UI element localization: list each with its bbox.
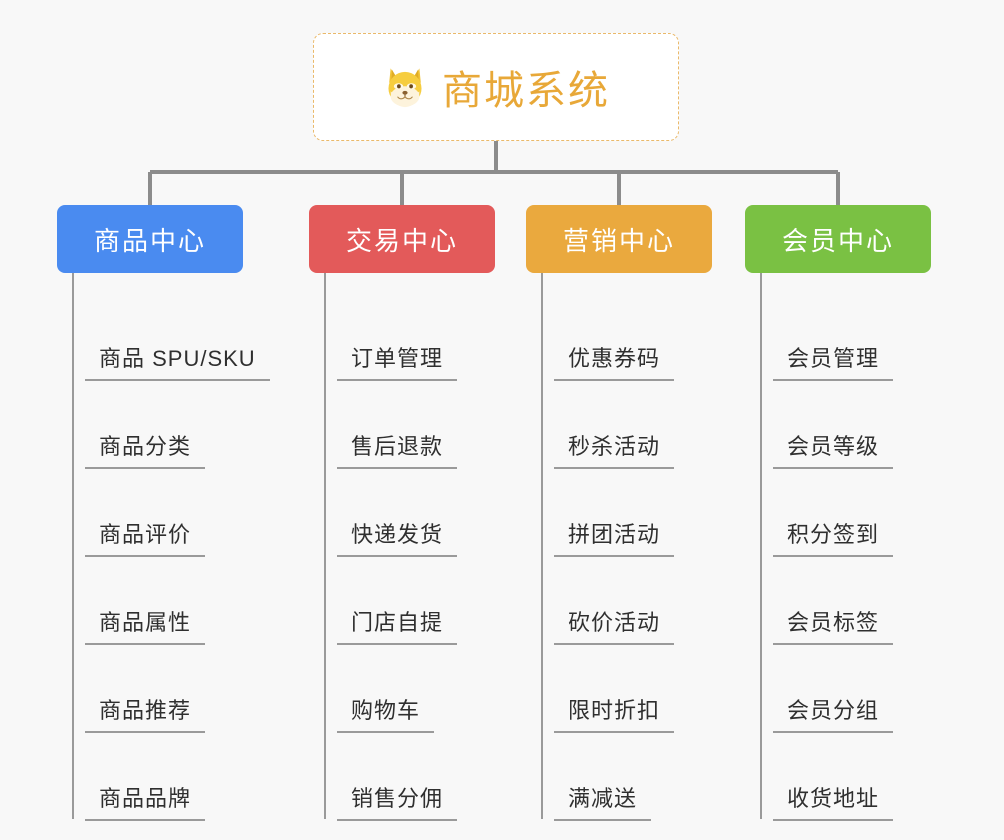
leaf-item[interactable]: 商品评价 — [57, 469, 243, 557]
leaf-item[interactable]: 商品分类 — [57, 381, 243, 469]
leaf-item[interactable]: 售后退款 — [309, 381, 495, 469]
leaf-item-label: 收货地址 — [773, 786, 894, 821]
leaf-item[interactable]: 商品 SPU/SKU — [57, 293, 270, 381]
leaf-item-label: 限时折扣 — [554, 698, 675, 733]
branch-items-product-center: 商品 SPU/SKU 商品分类商品评价商品属性商品推荐商品品牌 — [57, 273, 270, 821]
branch-items-marketing-center: 优惠券码秒杀活动拼团活动砍价活动限时折扣满减送 — [526, 273, 712, 821]
leaf-item-label: 会员分组 — [773, 698, 894, 733]
leaf-item-label: 会员管理 — [773, 346, 894, 381]
leaf-item-label: 商品评价 — [85, 522, 206, 557]
leaf-item-label: 商品推荐 — [85, 698, 206, 733]
leaf-item[interactable]: 快递发货 — [309, 469, 495, 557]
leaf-item[interactable]: 会员分组 — [745, 645, 931, 733]
leaf-item[interactable]: 秒杀活动 — [526, 381, 712, 469]
root-node[interactable]: 商城系统 — [313, 33, 679, 141]
leaf-item[interactable]: 会员管理 — [745, 293, 931, 381]
leaf-item-label: 门店自提 — [337, 610, 458, 645]
leaf-item[interactable]: 优惠券码 — [526, 293, 712, 381]
leaf-item[interactable]: 满减送 — [526, 733, 712, 821]
leaf-item[interactable]: 门店自提 — [309, 557, 495, 645]
leaf-item-label: 购物车 — [337, 698, 435, 733]
branch-marketing-center: 营销中心优惠券码秒杀活动拼团活动砍价活动限时折扣满减送 — [526, 205, 712, 821]
leaf-item-label: 积分签到 — [773, 522, 894, 557]
leaf-item-label: 秒杀活动 — [554, 434, 675, 469]
leaf-item-label: 销售分佣 — [337, 786, 458, 821]
leaf-item[interactable]: 砍价活动 — [526, 557, 712, 645]
leaf-item[interactable]: 积分签到 — [745, 469, 931, 557]
leaf-item[interactable]: 拼团活动 — [526, 469, 712, 557]
leaf-item[interactable]: 会员等级 — [745, 381, 931, 469]
leaf-item-label: 订单管理 — [337, 346, 458, 381]
branch-items-member-center: 会员管理会员等级积分签到会员标签会员分组收货地址 — [745, 273, 931, 821]
leaf-item-label: 售后退款 — [337, 434, 458, 469]
leaf-item[interactable]: 商品品牌 — [57, 733, 243, 821]
leaf-item[interactable]: 商品属性 — [57, 557, 243, 645]
branch-header-product-center[interactable]: 商品中心 — [57, 205, 243, 273]
leaf-item-label: 优惠券码 — [554, 346, 675, 381]
leaf-item-label: 砍价活动 — [554, 610, 675, 645]
leaf-item-label: 快递发货 — [337, 522, 458, 557]
branch-header-member-center[interactable]: 会员中心 — [745, 205, 931, 273]
branch-items-trade-center: 订单管理售后退款快递发货门店自提购物车销售分佣 — [309, 273, 495, 821]
leaf-item-label: 商品属性 — [85, 610, 206, 645]
leaf-item[interactable]: 收货地址 — [745, 733, 931, 821]
leaf-item[interactable]: 商品推荐 — [57, 645, 243, 733]
leaf-item-label: 商品品牌 — [85, 786, 206, 821]
root-title: 商城系统 — [442, 69, 610, 113]
leaf-item-label: 会员等级 — [773, 434, 894, 469]
dog-face-icon — [382, 64, 428, 110]
leaf-item[interactable]: 销售分佣 — [309, 733, 495, 821]
leaf-item-label: 商品 SPU/SKU — [85, 346, 270, 381]
branch-trade-center: 交易中心订单管理售后退款快递发货门店自提购物车销售分佣 — [309, 205, 495, 821]
branch-product-center: 商品中心商品 SPU/SKU 商品分类商品评价商品属性商品推荐商品品牌 — [57, 205, 270, 821]
leaf-item-label: 会员标签 — [773, 610, 894, 645]
leaf-item[interactable]: 限时折扣 — [526, 645, 712, 733]
branch-member-center: 会员中心会员管理会员等级积分签到会员标签会员分组收货地址 — [745, 205, 931, 821]
leaf-item[interactable]: 会员标签 — [745, 557, 931, 645]
leaf-item[interactable]: 订单管理 — [309, 293, 495, 381]
leaf-item-label: 拼团活动 — [554, 522, 675, 557]
branch-header-trade-center[interactable]: 交易中心 — [309, 205, 495, 273]
leaf-item[interactable]: 购物车 — [309, 645, 495, 733]
branch-header-marketing-center[interactable]: 营销中心 — [526, 205, 712, 273]
leaf-item-label: 满减送 — [554, 786, 652, 821]
leaf-item-label: 商品分类 — [85, 434, 206, 469]
